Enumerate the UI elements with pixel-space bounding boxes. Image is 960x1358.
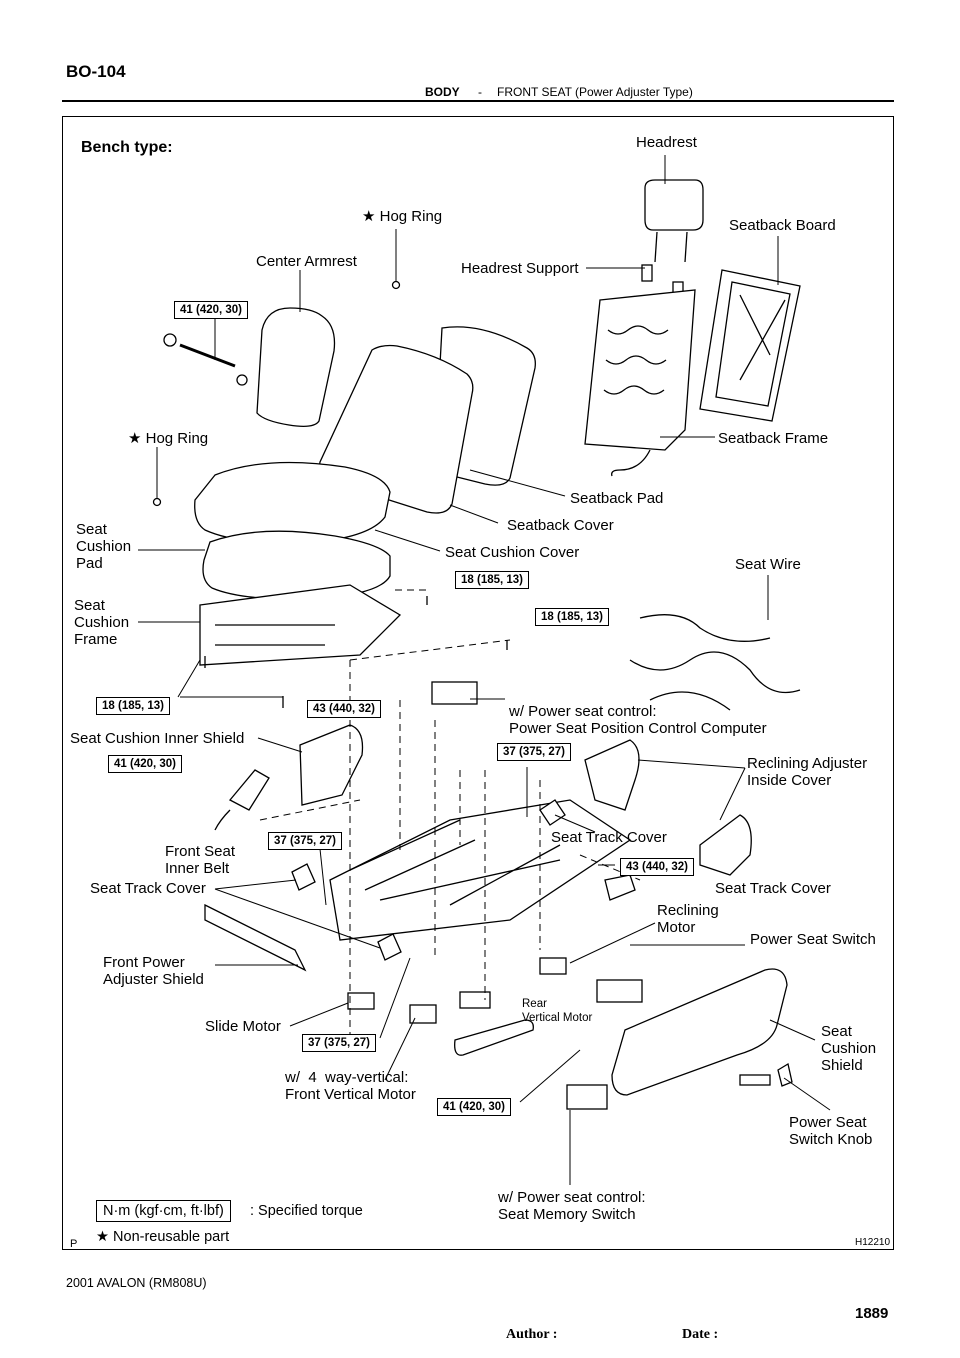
- torque-cushion-2: 18 (185, 13): [535, 608, 610, 626]
- label-reclining-motor: Reclining Motor: [657, 902, 719, 936]
- torque-memory: 41 (420, 30): [437, 1098, 512, 1116]
- label-seat-cushion-cover: Seat Cushion Cover: [445, 544, 580, 561]
- page-subtitle: FRONT SEAT (Power Adjuster Type): [497, 85, 693, 99]
- label-hog-ring-left: ★ Hog Ring: [128, 430, 209, 447]
- label-center-armrest: Center Armrest: [256, 253, 357, 270]
- header-rule: [62, 100, 894, 102]
- label-seat-cushion-frame: Seat Cushion Frame: [74, 597, 130, 648]
- torque-cushion-1: 18 (185, 13): [455, 571, 530, 589]
- label-seatback-cover: Seatback Cover: [507, 517, 614, 534]
- label-power-seat-switch-knob: Power Seat Switch Knob: [789, 1114, 873, 1148]
- label-seat-track-cover-right: Seat Track Cover: [715, 880, 831, 897]
- label-seat-cushion-shield: Seat Cushion Shield: [821, 1023, 877, 1074]
- label-seatback-frame: Seatback Frame: [718, 430, 829, 447]
- label-seat-cushion-pad: Seat Cushion Pad: [76, 521, 132, 572]
- diagram-frame: [62, 116, 894, 1250]
- label-seat-cushion-inner-shield: Seat Cushion Inner Shield: [70, 730, 245, 747]
- label-slide-motor: Slide Motor: [205, 1018, 281, 1035]
- torque-computer: 43 (440, 32): [307, 700, 382, 718]
- label-seat-track-cover-left: Seat Track Cover: [90, 880, 206, 897]
- label-power-seat-switch: Power Seat Switch: [750, 931, 876, 948]
- torque-track-left: 37 (375, 27): [268, 832, 343, 850]
- label-seatback-pad: Seatback Pad: [570, 490, 664, 507]
- legend-nonreusable: ★ Non-reusable part: [96, 1229, 230, 1245]
- figure-id: H12210: [855, 1237, 891, 1248]
- label-front-vertical-motor: w/ 4 way-vertical: Front Vertical Motor: [285, 1069, 416, 1103]
- torque-armrest: 41 (420, 30): [174, 301, 249, 319]
- label-front-seat-inner-belt: Front Seat Inner Belt: [165, 843, 236, 877]
- label-seat-track-cover-center: Seat Track Cover: [551, 829, 667, 846]
- label-headrest-support: Headrest Support: [461, 260, 579, 277]
- page-code: BO-104: [66, 62, 126, 81]
- label-rear-vertical-motor: Rear Vertical Motor: [522, 998, 593, 1024]
- label-headrest: Headrest: [636, 134, 697, 151]
- corner-mark: P: [70, 1238, 78, 1250]
- legend-unit-box: N·m (kgf·cm, ft·lbf): [96, 1200, 231, 1222]
- label-seat-memory-switch: w/ Power seat control: Seat Memory Switc…: [498, 1189, 646, 1223]
- torque-track-right: 37 (375, 27): [497, 743, 572, 761]
- label-reclining-adjuster-cover: Reclining Adjuster Inside Cover: [747, 755, 868, 789]
- header-separator: -: [478, 85, 482, 99]
- label-hog-ring-top: ★ Hog Ring: [362, 208, 443, 225]
- torque-frame: 18 (185, 13): [96, 697, 171, 715]
- section-title: BODY: [425, 85, 460, 99]
- label-front-power-adjuster-shield: Front Power Adjuster Shield: [103, 954, 204, 988]
- footer-page-number: 1889: [855, 1305, 889, 1322]
- label-seatback-board: Seatback Board: [729, 217, 836, 234]
- torque-slide: 37 (375, 27): [302, 1034, 377, 1052]
- label-power-seat-computer: w/ Power seat control: Power Seat Positi…: [509, 703, 767, 737]
- footer-model: 2001 AVALON (RM808U): [66, 1276, 207, 1290]
- diagram-heading: Bench type:: [81, 139, 173, 156]
- footer-date-label: Date :: [682, 1327, 719, 1342]
- label-seat-wire: Seat Wire: [735, 556, 801, 573]
- torque-belt: 41 (420, 30): [108, 755, 183, 773]
- torque-recliner: 43 (440, 32): [620, 858, 695, 876]
- legend-unit-text: : Specified torque: [250, 1203, 363, 1219]
- footer-author-label: Author :: [506, 1327, 558, 1342]
